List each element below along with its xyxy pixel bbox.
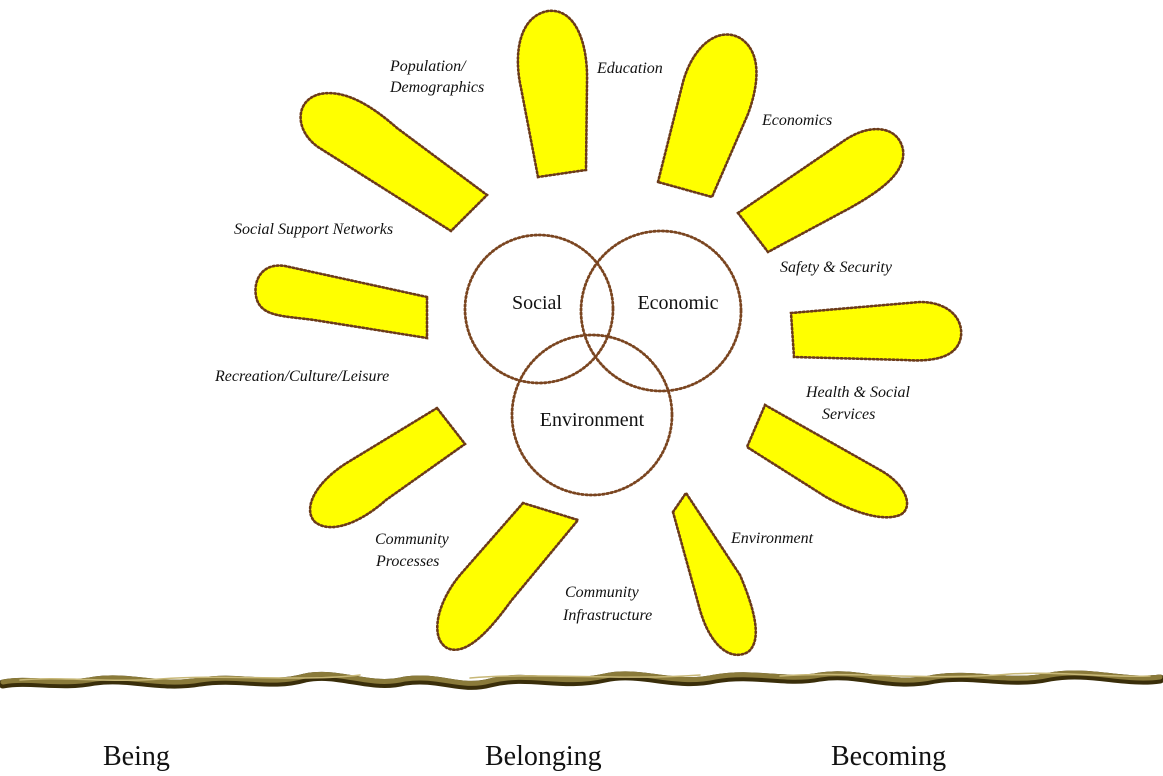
label-social-support-networks: Social Support Networks	[234, 221, 393, 238]
stage-belonging: Belonging	[485, 741, 602, 772]
petal-social-support-networks	[254, 264, 429, 340]
label-safety-security: Safety & Security	[780, 259, 893, 276]
label-population-line1: Population/	[389, 58, 467, 75]
label-community-infrastructure-line2: Infrastructure	[562, 607, 652, 624]
label-recreation-culture-leisure: Recreation/Culture/Leisure	[214, 368, 389, 385]
circle-label-social: Social	[512, 292, 562, 314]
petal-health-social-services	[789, 300, 963, 362]
label-health-line2: Services	[822, 406, 875, 423]
label-community-infrastructure-line1: Community	[565, 584, 640, 601]
circle-social	[463, 233, 615, 385]
label-education: Education	[596, 60, 663, 77]
ground-stroke	[0, 670, 1163, 686]
petals	[254, 9, 963, 657]
petal-community-processes	[436, 501, 581, 651]
stage-being: Being	[103, 741, 170, 772]
label-community-processes-line2: Processes	[375, 553, 439, 570]
stage-becoming: Becoming	[831, 741, 946, 772]
petal-population-demographics	[299, 91, 489, 233]
petal-recreation-culture-leisure	[308, 406, 467, 529]
circle-economic	[579, 229, 743, 393]
label-health-line1: Health & Social	[805, 384, 911, 401]
label-environment: Environment	[730, 530, 814, 547]
label-population-line2: Demographics	[389, 79, 484, 96]
ground-highlight	[19, 672, 1151, 682]
petal-community-infrastructure	[671, 490, 757, 657]
circle-label-environment: Environment	[540, 409, 645, 431]
ground-line	[0, 670, 1163, 690]
label-economics: Economics	[761, 112, 832, 129]
venn-circles	[463, 229, 743, 497]
circle-label-economic: Economic	[637, 292, 718, 314]
petal-safety-security	[736, 127, 905, 254]
petal-economics	[656, 33, 758, 199]
petal-environment	[745, 403, 909, 519]
circle-environment	[510, 333, 674, 497]
label-community-processes-line1: Community	[375, 531, 450, 548]
petal-education	[516, 9, 589, 179]
